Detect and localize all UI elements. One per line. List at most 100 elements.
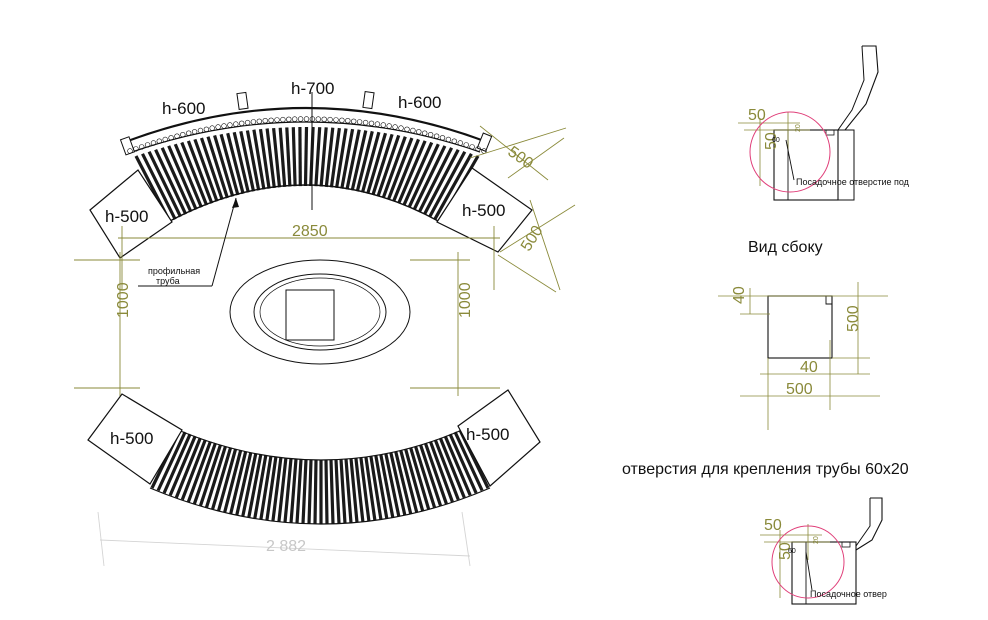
bottom-bench-slat [168, 435, 197, 496]
detail-side-view: 40 500 40 500 [718, 282, 888, 430]
top-bench-end-right-label: h-500 [462, 201, 505, 220]
bottom-bench-slat [217, 448, 238, 512]
top-bench-rail-mark [303, 116, 310, 122]
top-bench-rail-mark [380, 122, 386, 128]
top-bench-slat [303, 126, 309, 187]
top-bench-slat [285, 127, 292, 187]
bottom-bench-slat [349, 458, 359, 523]
detail-top-dim-v: 50 [763, 132, 780, 150]
dimension-width: 2850 [292, 223, 328, 240]
top-bench-height-center: h-700 [291, 79, 334, 98]
top-bench-rail-mark [345, 117, 351, 124]
detail-bottom-note: Посадочное отвер [810, 589, 887, 599]
bottom-bench-slat [354, 457, 365, 522]
bottom-bench-slat [428, 440, 454, 503]
top-bench-slat [407, 143, 440, 208]
bottom-bench-slat [448, 433, 478, 494]
top-bench-slat [272, 127, 282, 188]
top-bench-rail-mark [392, 124, 398, 130]
top-bench-rail-mark [233, 121, 239, 127]
dimension-width-lines [118, 226, 500, 290]
bottom-bench-slats [150, 429, 490, 525]
top-bench-slat [258, 128, 271, 189]
bottom-bench-back-edge [177, 429, 463, 461]
top-bench-rail-mark [469, 144, 475, 150]
bottom-bench-slat [369, 455, 383, 520]
side-view-title: Вид сбоку [748, 239, 823, 256]
top-bench-slat [345, 129, 361, 190]
top-bench-slat [213, 134, 235, 197]
bottom-bench-slat [418, 444, 443, 507]
dimension-right-500-a: 500 [504, 143, 536, 172]
top-bench-rail-mark [368, 120, 375, 127]
top-bench-slat [402, 141, 434, 206]
top-bench-post-4 [476, 132, 493, 152]
top-bench-rail-mark [333, 117, 339, 123]
top-bench-rail-mark [280, 116, 286, 123]
bottom-bench-slat [271, 457, 283, 522]
top-bench-rail-mark [168, 135, 174, 141]
top-bench-slat [324, 127, 335, 188]
bottom-bench-slat [307, 459, 313, 524]
top-bench-rail-mark [133, 146, 139, 152]
bottom-bench-slat [413, 445, 437, 508]
top-bench-slat [239, 130, 256, 192]
top-bench-slat [141, 153, 177, 221]
detail-bottom: 50 50 60 20 Посадочное отвер [760, 497, 887, 605]
top-bench-slat [206, 136, 229, 199]
bottom-bench-slat [364, 456, 377, 521]
top-bench-slat [278, 127, 287, 188]
top-bench-rail-mark [203, 126, 210, 133]
top-bench-rail-mark [398, 125, 404, 131]
bottom-bench-end-right-label: h-500 [466, 425, 509, 444]
top-bench-rail-mark [386, 123, 392, 129]
bottom-bench-end-left-label: h-500 [110, 429, 153, 448]
bottom-bench-slat [156, 431, 187, 492]
detail-top-note: Посадочное отверстие под [796, 177, 910, 187]
bottom-bench-slat [223, 449, 243, 513]
top-bench-slat [173, 143, 203, 208]
top-bench-slat [265, 128, 276, 189]
top-bench-slats [134, 126, 480, 223]
bottom-bench-slat [438, 437, 466, 499]
bottom-bench-slat [374, 455, 389, 519]
top-bench-slat [329, 127, 341, 188]
bottom-bench-slat [229, 451, 248, 515]
top-bench-end-left-label: h-500 [105, 207, 148, 226]
bottom-bench-slat [433, 439, 460, 501]
bottom-bench-slat [301, 459, 308, 524]
detail-bottom-small-v: 20 [813, 536, 820, 544]
top-bench-rail-mark [351, 118, 357, 125]
top-bench-rail-mark [274, 117, 280, 123]
bottom-bench: h-500 h-500 [87, 389, 541, 525]
side-view-dim-right: 500 [845, 305, 862, 332]
top-bench-rail-mark [127, 148, 133, 154]
top-bench-rail-mark [227, 122, 233, 128]
bottom-bench-slat [384, 453, 401, 517]
top-bench-post-2 [236, 91, 249, 111]
top-bench-slat [433, 153, 473, 221]
bottom-bench-slat [394, 451, 413, 515]
top-bench-slat [355, 130, 374, 192]
top-bench-rail-mark [309, 116, 316, 122]
detail-top: 50 50 60 20 Посадочное отверстие под [738, 45, 910, 201]
top-bench-rail-mark [144, 142, 151, 148]
side-view-dim-top: 40 [731, 286, 748, 304]
bottom-bench-slat [295, 459, 303, 524]
top-bench-rail-mark [362, 119, 369, 126]
top-bench-slat [381, 136, 407, 199]
bottom-bench-slat [235, 452, 253, 516]
top-bench-rail-mark [315, 116, 321, 122]
top-bench-rail-mark [445, 136, 452, 143]
bottom-bench-slat [204, 445, 228, 508]
bottom-bench-slat [339, 459, 347, 524]
top-bench-slat [417, 147, 454, 213]
bottom-bench-slat [174, 437, 202, 499]
callout-line-2: труба [156, 276, 180, 286]
top-bench-rail-mark [286, 116, 292, 123]
side-view-dim-bottom: 500 [786, 381, 813, 398]
top-bench-slat [412, 145, 447, 211]
bottom-bench-end-left [87, 393, 183, 485]
bottom-bench-slat [253, 455, 268, 519]
top-bench-rail-mark [339, 117, 345, 124]
